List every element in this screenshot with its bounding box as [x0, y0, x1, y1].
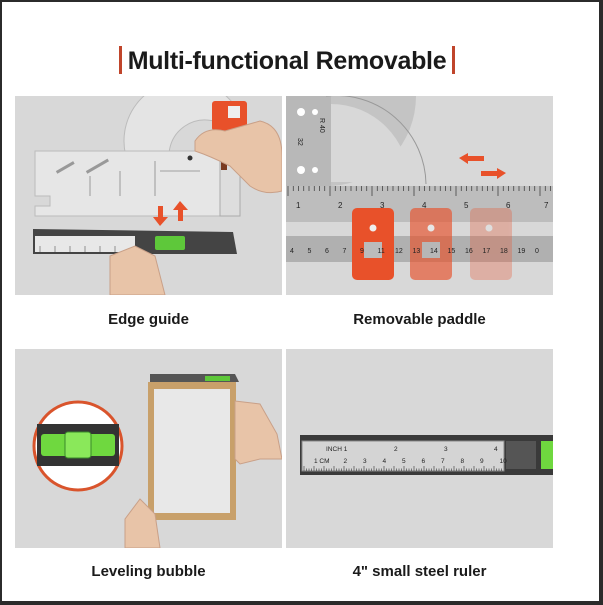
cm-label: 8 — [461, 458, 465, 465]
ruler-label: 11 — [378, 248, 385, 255]
steel-ruler-photo: INCH 1 2 3 4 1 CM 2 3 4 5 6 7 8 9 10 — [286, 349, 553, 548]
ruler-label: 1 — [296, 201, 301, 210]
removable-paddle-photo: R 40 32 1 2 3 4 5 6 7 4 5 6 7 9 11 12 13 14 15 16 — [286, 96, 553, 295]
cm-label: 2 — [344, 458, 348, 465]
ruler-label: 6 — [325, 248, 329, 255]
ruler-label: 3 — [380, 201, 385, 210]
cm-label: 6 — [422, 458, 426, 465]
cm-label: 1 CM — [314, 458, 330, 465]
paddle-faded — [410, 208, 452, 280]
edge-guide-photo — [15, 96, 282, 295]
ruler-label: 4 — [290, 248, 294, 255]
ruler-label: 16 — [465, 248, 473, 255]
cm-label: 9 — [480, 458, 484, 465]
caption-steel-ruler: 4" small steel ruler — [352, 563, 487, 580]
title-accent-left — [118, 46, 122, 74]
ruler-label: 13 — [413, 248, 421, 255]
ruler-label: 6 — [506, 201, 511, 210]
cm-label: 5 — [402, 458, 406, 465]
ruler-label: 19 — [518, 248, 526, 255]
ruler-label: 5 — [308, 248, 312, 255]
inch-label: 2 — [394, 446, 398, 453]
page-title: Multi-functional Removable — [2, 46, 572, 76]
ruler-label: 0 — [535, 248, 539, 255]
protractor-label: 32 — [296, 138, 303, 146]
protractor-label: R 40 — [318, 118, 325, 133]
caption-removable-paddle: Removable paddle — [353, 311, 486, 328]
paddle-solid — [352, 208, 394, 280]
ruler-label: 17 — [483, 248, 491, 255]
title-accent-right — [452, 46, 456, 74]
ruler-label: 7 — [343, 248, 347, 255]
cm-label: 4 — [383, 458, 387, 465]
ruler-label: 5 — [464, 201, 469, 210]
cm-label: 7 — [441, 458, 445, 465]
ruler-label: 18 — [500, 248, 508, 255]
ruler-label: 9 — [360, 248, 364, 255]
cm-label: 3 — [363, 458, 367, 465]
ruler-label: 7 — [544, 201, 549, 210]
ruler-label: 2 — [338, 201, 343, 210]
leveling-bubble-photo — [15, 349, 282, 548]
title-text: Multi-functional Removable — [127, 47, 447, 75]
inch-label: 4 — [494, 446, 498, 453]
inch-label: 3 — [444, 446, 448, 453]
ruler-label: 14 — [430, 248, 438, 255]
ruler-label: 12 — [395, 248, 403, 255]
caption-leveling-bubble: Leveling bubble — [91, 563, 206, 580]
caption-edge-guide: Edge guide — [108, 311, 189, 328]
cm-label: 10 — [500, 458, 508, 465]
inch-label: INCH 1 — [326, 446, 348, 453]
ruler-label: 4 — [422, 201, 427, 210]
paddle-ghost — [470, 208, 512, 280]
ruler-label: 15 — [448, 248, 456, 255]
